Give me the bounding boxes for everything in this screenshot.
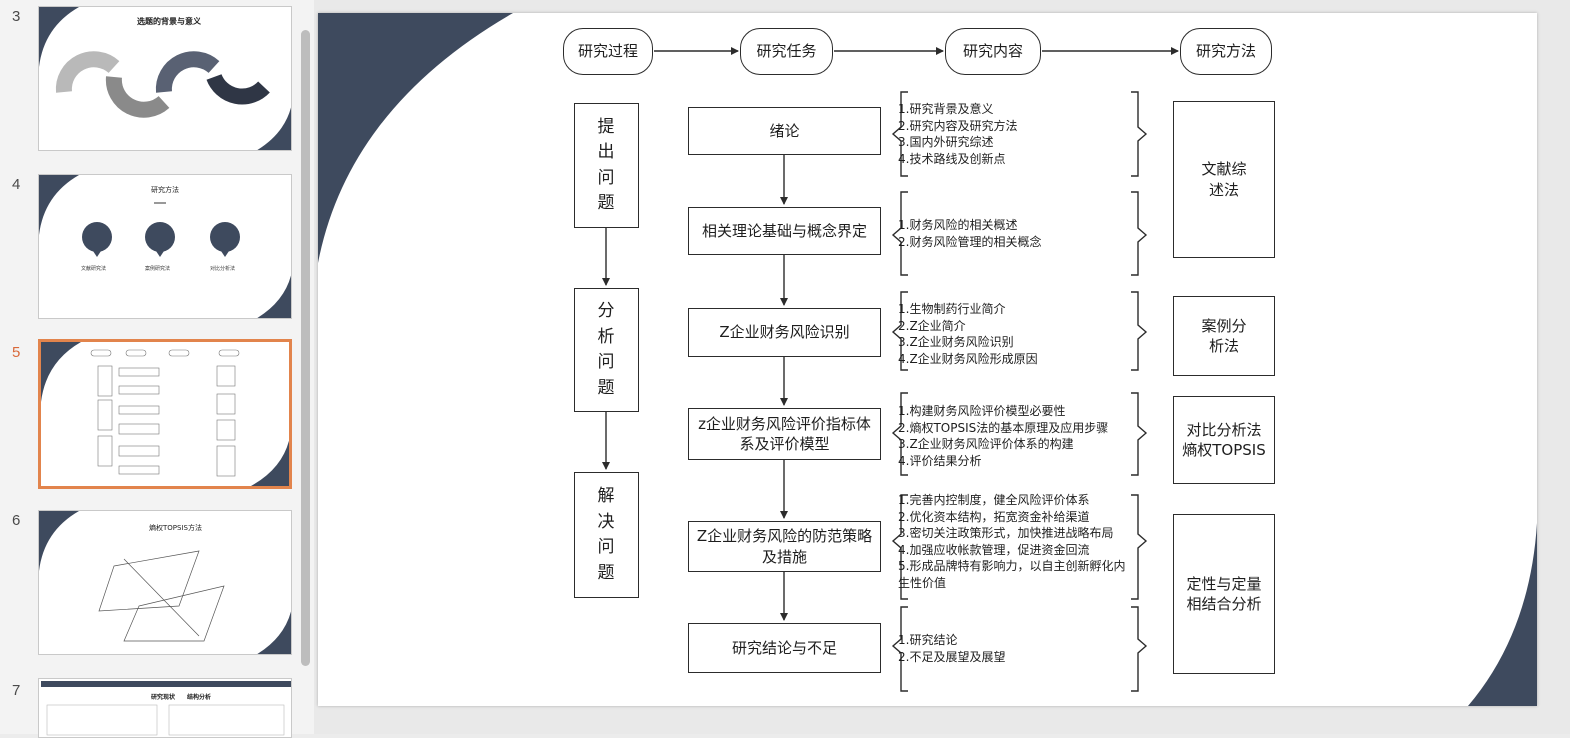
method-box-case-analysis[interactable]: 案例分析法 — [1173, 296, 1275, 376]
slide-thumbnail-5[interactable] — [38, 339, 292, 489]
slide-number: 6 — [12, 512, 21, 529]
thumbnail-graphic — [39, 511, 291, 654]
content-list-conclusion[interactable]: 1.研究结论 2.不足及展望及展望 — [898, 633, 1006, 664]
task-box-risk-identification[interactable]: Z企业财务风险识别 — [688, 308, 881, 357]
slide-editor[interactable]: 研究过程 研究任务 研究内容 研究方法 提出问题 分析问题 解决问题 绪论 相关… — [314, 0, 1570, 734]
method-box-comparative-analysis[interactable]: 对比分析法熵权TOPSIS — [1173, 396, 1275, 484]
content-list-evaluation-model[interactable]: 1.构建财务风险评价模型必要性 2.熵权TOPSIS法的基本原理及应用步骤 3.… — [898, 404, 1109, 468]
process-box-analyze-problem[interactable]: 分析问题 — [574, 288, 639, 412]
slide-number: 3 — [12, 8, 21, 25]
slide-number: 5 — [12, 344, 21, 361]
thumbnail-title: 研究现状 — [151, 694, 176, 701]
method-box-literature-review[interactable]: 文献综述法 — [1173, 101, 1275, 258]
process-box-raise-problem[interactable]: 提出问题 — [574, 103, 639, 228]
slide-thumbnail-7[interactable]: 研究现状 结构分析 — [38, 678, 292, 738]
header-research-task[interactable]: 研究任务 — [740, 28, 833, 75]
slide-number: 4 — [12, 176, 21, 193]
slide-thumbnail-3[interactable]: 选题的背景与意义 — [38, 6, 292, 151]
content-list-introduction[interactable]: 1.研究背景及意义 2.研究内容及研究方法 3.国内外研究综述 4.技术路线及创… — [898, 102, 1018, 166]
thumbnail-item: 对比分析法 — [210, 266, 236, 272]
task-box-introduction[interactable]: 绪论 — [688, 107, 881, 155]
thumbnail-item: 案例研究法 — [145, 266, 171, 272]
process-box-solve-problem[interactable]: 解决问题 — [574, 472, 639, 598]
thumbnail-title: 选题的背景与意义 — [137, 17, 201, 26]
thumbnail-subtitle: 结构分析 — [187, 694, 212, 701]
thumbnail-graphic — [41, 681, 291, 736]
task-box-conclusion[interactable]: 研究结论与不足 — [688, 623, 881, 673]
slide-thumbnail-6[interactable]: 熵权TOPSIS方法 — [38, 510, 292, 655]
content-list-prevention-strategy[interactable]: 1.完善内控制度，健全风险评价体系 2.优化资本结构，拓宽资金补给渠道 3.密切… — [898, 493, 1126, 590]
slide-canvas[interactable]: 研究过程 研究任务 研究内容 研究方法 提出问题 分析问题 解决问题 绪论 相关… — [318, 13, 1537, 706]
thumbnail-graphic — [39, 175, 291, 318]
process-label: 解决问题 — [597, 486, 616, 583]
process-label: 分析问题 — [597, 301, 616, 398]
thumbnail-item: 文献研究法 — [81, 266, 107, 272]
slide-thumbnail-panel: 3 选题的背景与意义 4 研究方法 文献研究法 案例研究法 对比分析法 5 — [0, 0, 314, 738]
thumbnail-graphic — [39, 7, 291, 150]
process-label: 提出问题 — [597, 116, 616, 214]
thumbnail-title: 研究方法 — [151, 186, 179, 194]
thumbnail-graphic — [41, 342, 289, 486]
slide-decoration — [318, 13, 1537, 706]
task-box-prevention-strategy[interactable]: Z企业财务风险的防范策略及措施 — [688, 521, 881, 572]
thumbnail-title: 熵权TOPSIS方法 — [149, 524, 202, 532]
content-list-risk-identification[interactable]: 1.生物制药行业简介 2.Z企业简介 3.Z企业财务风险识别 4.Z企业财务风险… — [898, 302, 1038, 366]
method-box-qualitative-quantitative[interactable]: 定性与定量相结合分析 — [1173, 514, 1275, 674]
task-box-evaluation-model[interactable]: z企业财务风险评价指标体系及评价模型 — [688, 408, 881, 460]
thumbnail-scrollbar-thumb[interactable] — [301, 30, 310, 666]
header-research-content[interactable]: 研究内容 — [945, 28, 1041, 75]
slide-thumbnail-4[interactable]: 研究方法 文献研究法 案例研究法 对比分析法 — [38, 174, 292, 319]
slide-number: 7 — [12, 682, 21, 699]
header-research-method[interactable]: 研究方法 — [1180, 28, 1272, 75]
header-research-process[interactable]: 研究过程 — [563, 28, 653, 75]
task-box-theory-basis[interactable]: 相关理论基础与概念界定 — [688, 207, 881, 255]
content-list-theory-basis[interactable]: 1.财务风险的相关概述 2.财务风险管理的相关概念 — [898, 218, 1042, 249]
